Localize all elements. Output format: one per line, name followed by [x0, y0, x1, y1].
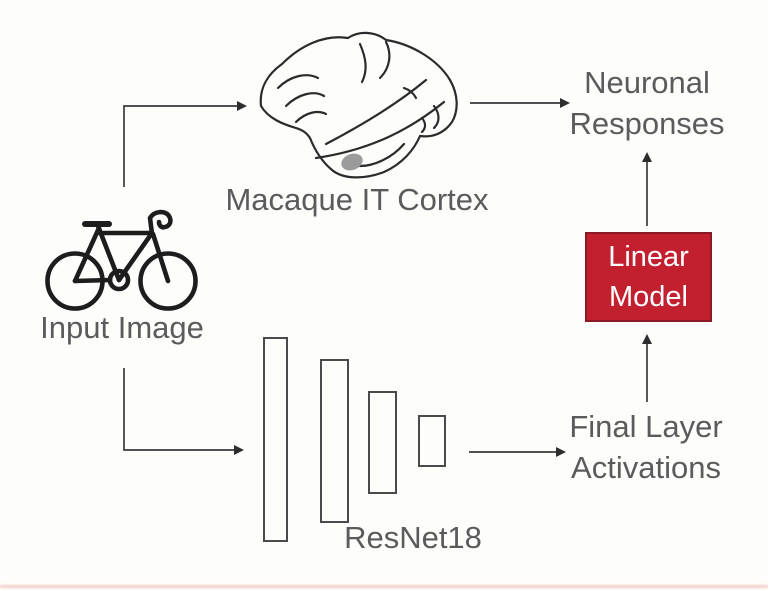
bicycle-front-wheel — [138, 251, 198, 311]
it-cortex-highlight — [341, 153, 363, 171]
bicycle-chainstay — [72, 277, 113, 284]
neuronal-responses-line2: Responses — [569, 106, 725, 141]
macaque-brain-icon — [259, 31, 458, 179]
arrow-input-to-resnet — [123, 368, 244, 455]
brain-sulcus — [324, 78, 428, 146]
final-layer-label: Final Layer Activations — [516, 406, 768, 488]
arrow-input-to-cortex — [123, 101, 247, 187]
resnet-layer-2 — [320, 359, 349, 523]
brain-sulcus — [420, 116, 427, 134]
brain-outline — [259, 31, 458, 179]
brain-sulcus — [284, 92, 326, 108]
neuronal-responses-line1: Neuronal — [584, 65, 710, 100]
linear-model-line1: Linear — [608, 241, 689, 273]
resnet-label: ResNet18 — [344, 520, 482, 555]
linear-model-box: Linear Model — [585, 232, 712, 322]
brain-sulcus — [402, 86, 418, 100]
bicycle-fork — [150, 231, 171, 284]
brain-sulcus — [358, 142, 406, 168]
final-layer-line1: Final Layer — [569, 409, 723, 444]
resnet-layer-4 — [418, 415, 446, 467]
bicycle-handlebar — [147, 209, 173, 237]
linear-model-line2: Model — [609, 281, 688, 313]
resnet-layer-3 — [368, 391, 397, 494]
neuronal-responses-label: Neuronal Responses — [517, 62, 768, 144]
brain-sulcus — [294, 111, 328, 124]
brain-sulcus — [314, 100, 446, 160]
bottom-red-artifact — [0, 585, 768, 588]
bicycle-down-tube — [116, 230, 155, 283]
input-image-label: Input Image — [40, 310, 204, 345]
final-layer-line2: Activations — [571, 450, 721, 485]
brain-sulcus — [378, 40, 391, 80]
bicycle-seatstay — [72, 225, 102, 284]
brain-sulcus — [432, 104, 440, 130]
bicycle-icon — [45, 209, 198, 311]
brain-sulcus — [276, 74, 320, 90]
cortex-label: Macaque IT Cortex — [225, 182, 489, 217]
resnet-layer-1 — [263, 337, 288, 542]
brain-sulcus — [358, 42, 367, 84]
